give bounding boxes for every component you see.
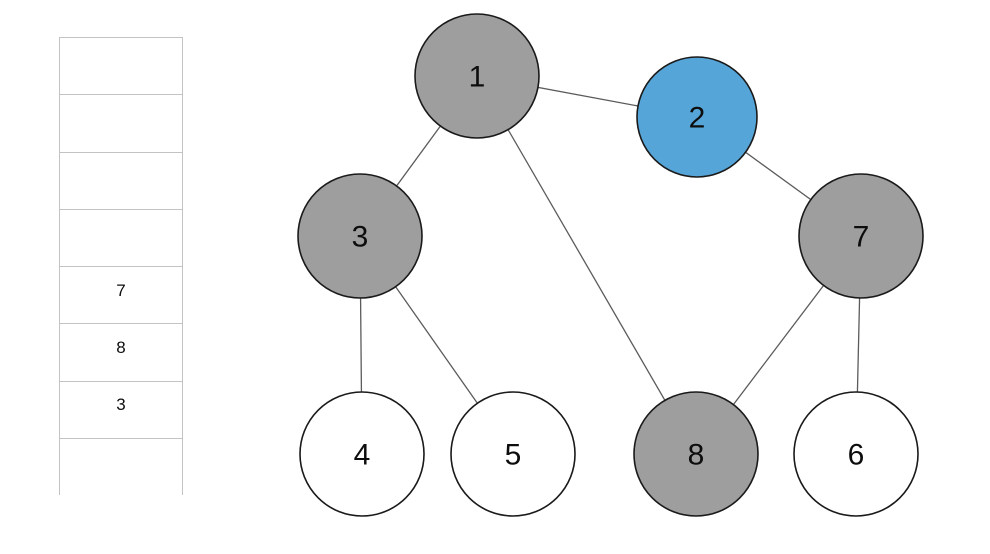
- graph-edge-1-8[interactable]: [476, 75, 697, 455]
- stack-cell[interactable]: 3: [60, 381, 182, 439]
- graph-node-circle-4[interactable]: [299, 391, 425, 517]
- graph-node-circle-3[interactable]: [297, 173, 423, 299]
- graph-node-6[interactable]: 6: [793, 391, 919, 517]
- graph-node-circle-1[interactable]: [414, 13, 540, 139]
- stack-panel: 7 8 3: [59, 37, 183, 496]
- graph-node-1[interactable]: 1: [414, 13, 540, 139]
- stack-cell[interactable]: 7: [60, 267, 182, 325]
- stack-cell[interactable]: [60, 438, 182, 496]
- graph-node-8[interactable]: 8: [633, 391, 759, 517]
- stack-cell[interactable]: [60, 209, 182, 267]
- stack-cell[interactable]: [60, 38, 182, 96]
- stack-cell[interactable]: [60, 95, 182, 153]
- graph-node-4[interactable]: 4: [299, 391, 425, 517]
- stack-cell-value: 3: [116, 395, 126, 415]
- graph-edge-layer: [359, 75, 862, 455]
- stack-cell-value: 7: [116, 280, 126, 300]
- graph-node-5[interactable]: 5: [450, 391, 576, 517]
- graph-node-circle-6[interactable]: [793, 391, 919, 517]
- graph-node-circle-8[interactable]: [633, 391, 759, 517]
- graph-node-2[interactable]: 2: [636, 56, 758, 178]
- graph-node-3[interactable]: 3: [297, 173, 423, 299]
- graph-node-7[interactable]: 7: [798, 173, 924, 299]
- graph-node-circle-2[interactable]: [636, 56, 758, 178]
- graph-node-circle-7[interactable]: [798, 173, 924, 299]
- stack-cell[interactable]: [60, 152, 182, 210]
- graph-node-circle-5[interactable]: [450, 391, 576, 517]
- stack-cell-value: 8: [116, 337, 126, 357]
- stack-cell[interactable]: 8: [60, 324, 182, 382]
